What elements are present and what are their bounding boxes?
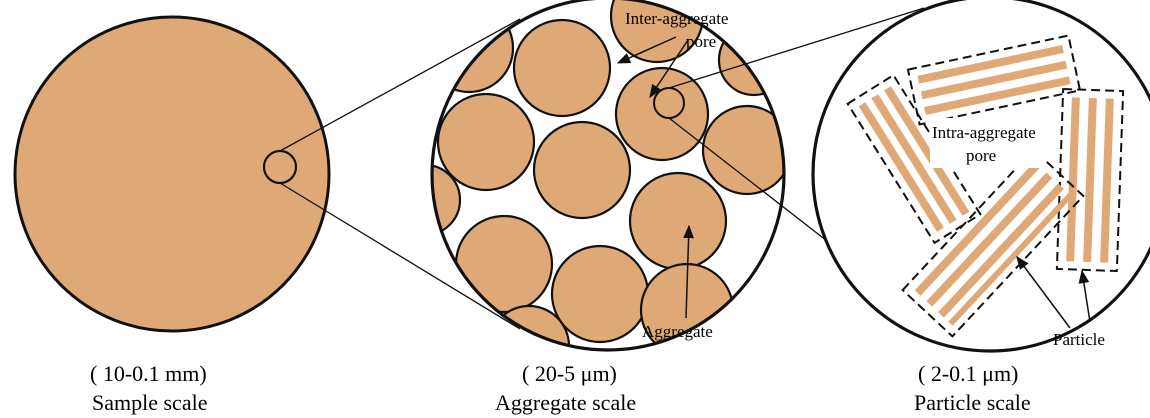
particle-arrow-1 [1016, 255, 1071, 329]
particle-scale-label: Particle scale [914, 390, 1031, 415]
particle-outline [811, 0, 1150, 353]
particle-range-label: ( 2-0.1 μm) [918, 361, 1018, 386]
particle-groups [846, 34, 1125, 338]
sample-panel [13, 15, 331, 333]
annotation-labels: Inter-aggregate pore Intra-aggregate por… [625, 9, 1105, 349]
particle-panel [811, 0, 1150, 353]
inter-pore-label-1: Inter-aggregate [625, 9, 728, 28]
intra-pore-label-2: pore [966, 146, 996, 165]
annotation-arrows [616, 36, 1091, 329]
particle-group-bottom [901, 148, 1085, 338]
aggregate-outline [430, 0, 786, 352]
inter-pore-label-2: pore [686, 32, 716, 51]
inter-pore-arrow-1 [616, 36, 677, 64]
particle-label: Particle [1053, 330, 1105, 349]
aggregate-scale-label: Aggregate scale [495, 390, 636, 415]
sample-circle [13, 15, 331, 333]
inter-pore-arrow-2 [649, 39, 689, 99]
aggregate-arrow [683, 224, 695, 319]
aggregate-label: Aggregate [642, 322, 713, 341]
panel-captions: ( 10-0.1 mm) Sample scale ( 20-5 μm) Agg… [90, 361, 1031, 415]
zoom-lines-1 [279, 18, 521, 330]
aggregate-range-label: ( 20-5 μm) [522, 361, 617, 386]
intra-pore-label-1: Intra-aggregate [932, 123, 1036, 142]
particle-group-top [906, 34, 1082, 126]
particle-group-left [846, 73, 982, 245]
sample-range-label: ( 10-0.1 mm) [90, 361, 207, 386]
particle-arrow-2 [1078, 269, 1091, 323]
sample-scale-label: Sample scale [92, 390, 207, 415]
